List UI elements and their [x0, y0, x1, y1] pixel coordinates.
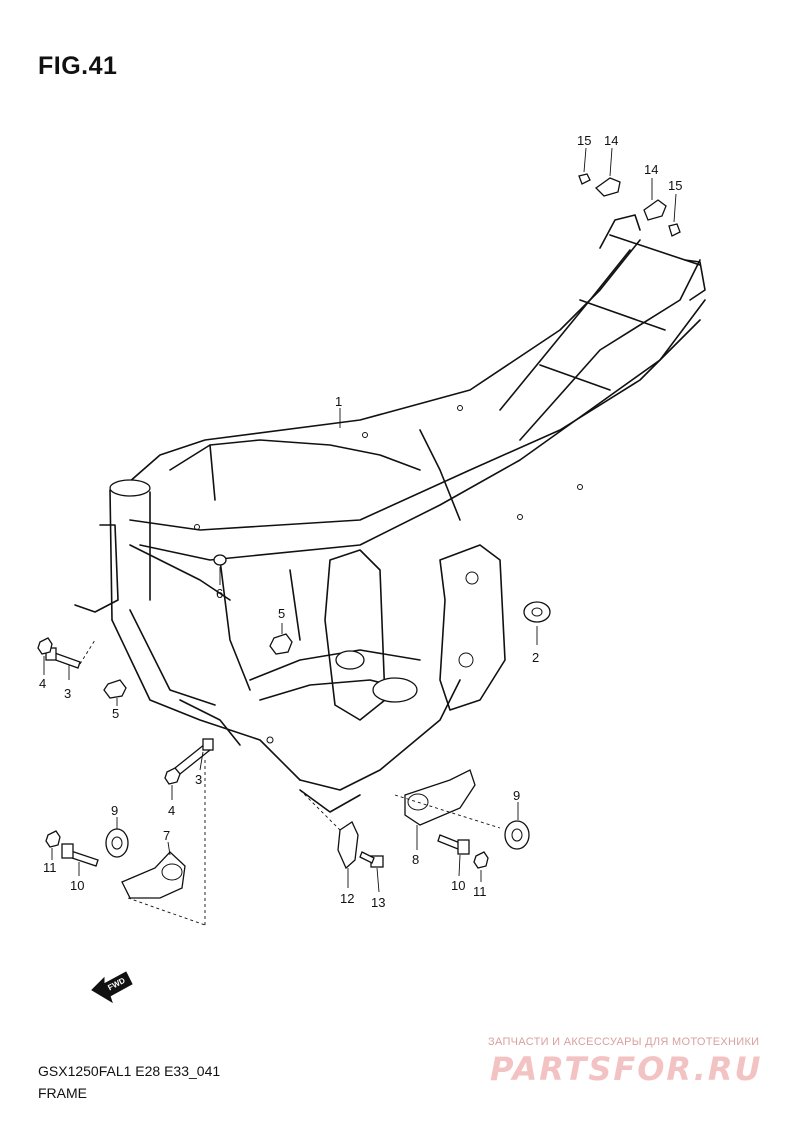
callout-3: 3 [195, 772, 202, 787]
figure-title: FIG.41 [38, 52, 118, 80]
main-frame[interactable] [74, 214, 706, 813]
bolt-part-13[interactable] [359, 851, 384, 868]
clamp-part-12[interactable] [337, 821, 359, 870]
callout-14: 14 [604, 133, 618, 148]
nut-part-5-upper[interactable] [269, 633, 293, 655]
callout-4: 4 [39, 676, 46, 691]
bushing-part-9-left[interactable] [105, 828, 129, 858]
screw-part-15-upper[interactable] [578, 173, 591, 185]
callout-9: 9 [513, 788, 520, 803]
model-code: GSX1250FAL1 E28 E33_041 [38, 1063, 221, 1079]
callout-11: 11 [43, 860, 57, 875]
callout-10: 10 [70, 878, 84, 893]
bolt-part-10-left[interactable] [61, 843, 99, 867]
leader-lines [43, 147, 677, 926]
callout-15: 15 [577, 133, 591, 148]
callout-2: 2 [532, 650, 539, 665]
callout-5: 5 [278, 606, 285, 621]
callout-4: 4 [168, 803, 175, 818]
watermark-logo: PARTSFOR.RU [490, 1050, 763, 1088]
bolt-part-3-center[interactable] [174, 738, 214, 775]
watermark-tagline: ЗАПЧАСТИ И АКСЕССУАРЫ ДЛЯ МОТОТЕХНИКИ [488, 1036, 760, 1048]
callout-12: 12 [340, 891, 354, 906]
callout-14: 14 [644, 162, 658, 177]
grommet-part-2[interactable] [523, 601, 551, 623]
nut-part-5-lower[interactable] [103, 679, 127, 699]
engine-bracket-part-8[interactable] [404, 769, 476, 826]
cover-part-14-lower[interactable] [643, 199, 667, 221]
callout-9: 9 [111, 803, 118, 818]
callout-1: 1 [335, 394, 342, 409]
forward-direction-arrow-icon: FWD [91, 971, 133, 1004]
nut-part-4-center[interactable] [164, 767, 181, 785]
callout-11: 11 [473, 884, 487, 899]
callout-5: 5 [112, 706, 119, 721]
callout-7: 7 [163, 828, 170, 843]
callout-13: 13 [371, 895, 385, 910]
nut-part-11-right[interactable] [473, 851, 489, 869]
diagram-name: FRAME [38, 1085, 87, 1101]
callout-6: 6 [216, 586, 223, 601]
engine-bracket-part-7[interactable] [121, 851, 186, 899]
screw-part-15-lower[interactable] [668, 223, 681, 237]
plug-part-6[interactable] [213, 554, 227, 566]
nut-part-4-left[interactable] [37, 637, 53, 655]
bushing-part-9-right[interactable] [504, 820, 530, 850]
bolt-part-3-left[interactable] [45, 647, 81, 669]
callout-8: 8 [412, 852, 419, 867]
nut-part-11-left[interactable] [45, 830, 61, 848]
bolt-part-10-right[interactable] [437, 834, 470, 855]
callout-3: 3 [64, 686, 71, 701]
cover-part-14-upper[interactable] [594, 177, 621, 197]
callout-10: 10 [451, 878, 465, 893]
callout-15: 15 [668, 178, 682, 193]
callout-labels: 1 2 3 3 4 4 5 5 6 7 8 9 9 10 10 11 11 12… [39, 133, 682, 910]
